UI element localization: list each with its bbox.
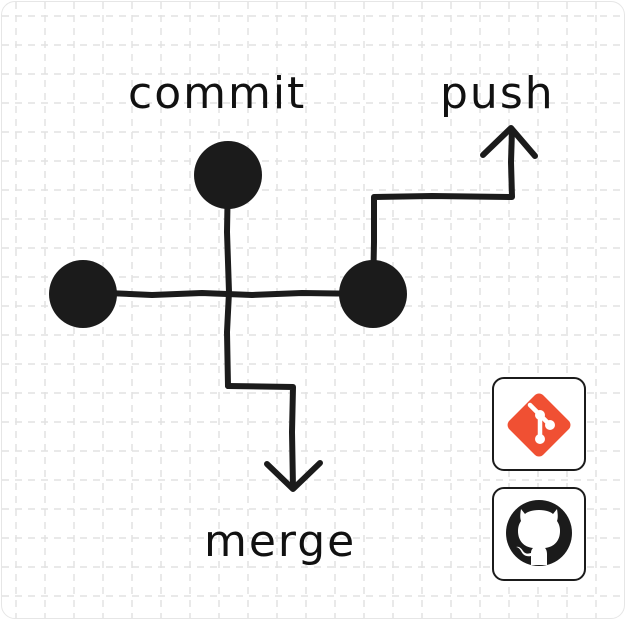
git-logo-icon [507,393,571,457]
commit-branch-line [224,171,232,389]
merge-path [225,383,296,491]
merge-label: merge [204,516,357,567]
push-path [370,127,515,295]
right-commit-node [339,260,407,328]
github-logo-icon [506,500,572,566]
merge-arrow-head [264,460,323,492]
push-arrow-head [480,125,538,159]
push-label: push [440,68,555,119]
left-commit-node [49,260,117,328]
git-logo-tile [492,377,586,471]
commit-label: commit [128,68,307,119]
github-logo-tile [492,487,586,581]
top-commit-node [194,141,262,209]
